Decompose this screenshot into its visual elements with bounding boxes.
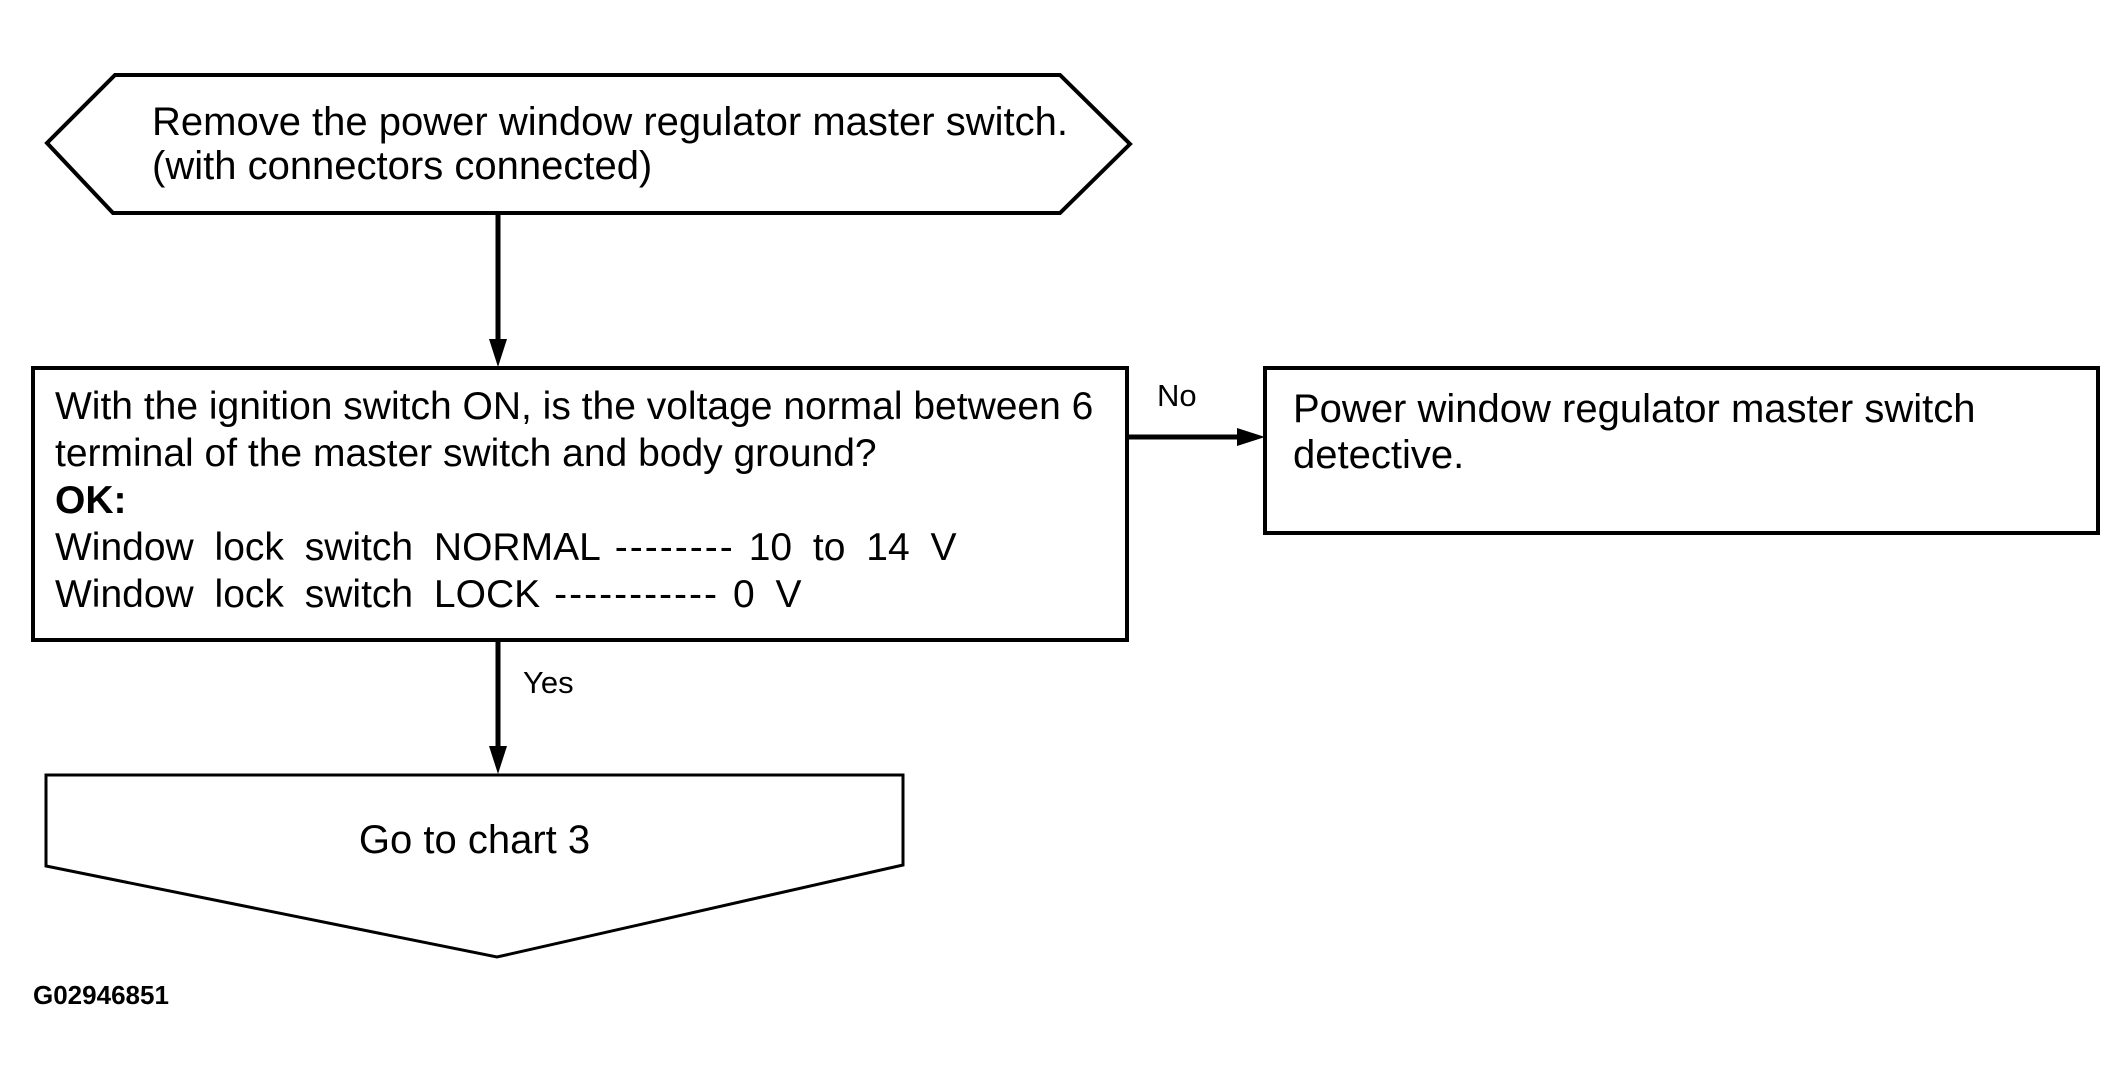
question-box-shape — [31, 366, 1129, 642]
ok-label: OK: — [55, 479, 127, 522]
result-line: detective. — [1293, 433, 1465, 477]
result-box-shape — [1263, 366, 2100, 535]
measurement-dashes: ----------- — [554, 573, 720, 616]
start-step-text: Remove the power window regulator master… — [152, 100, 1068, 188]
measurement-value: 0 V — [733, 573, 802, 616]
start-hexagon-shape — [44, 73, 1133, 215]
question-line: With the ignition switch ON, is the volt… — [55, 385, 1094, 428]
yes-branch-label: Yes — [523, 665, 574, 700]
measurement-row: Window lock switch LOCK ----------- 0 V — [55, 571, 1093, 618]
result-box-text: Power window regulator master switch det… — [1293, 386, 1975, 478]
start-step-line: (with connectors connected) — [152, 144, 653, 188]
measurement-label: Window lock switch LOCK — [55, 573, 541, 616]
arrowhead-right-icon — [1237, 428, 1265, 446]
terminal-pentagon-shape — [44, 773, 905, 959]
no-branch-label: No — [1157, 378, 1197, 413]
measurement-dashes: -------- — [614, 526, 735, 569]
measurement-label: Window lock switch NORMAL — [55, 526, 601, 569]
figure-id: G02946851 — [33, 980, 169, 1010]
measurement-value: 10 to 14 V — [748, 526, 957, 569]
start-step-line: Remove the power window regulator master… — [152, 100, 1068, 144]
question-line: terminal of the master switch and body g… — [55, 432, 877, 475]
arrowhead-down-icon — [489, 339, 507, 367]
terminal-text: Go to chart 3 — [358, 818, 591, 862]
question-box-text: With the ignition switch ON, is the volt… — [55, 383, 1093, 618]
measurement-row: Window lock switch NORMAL -------- 10 to 1… — [55, 524, 1093, 571]
arrowhead-down-icon — [489, 746, 507, 774]
result-line: Power window regulator master switch — [1293, 387, 1976, 431]
